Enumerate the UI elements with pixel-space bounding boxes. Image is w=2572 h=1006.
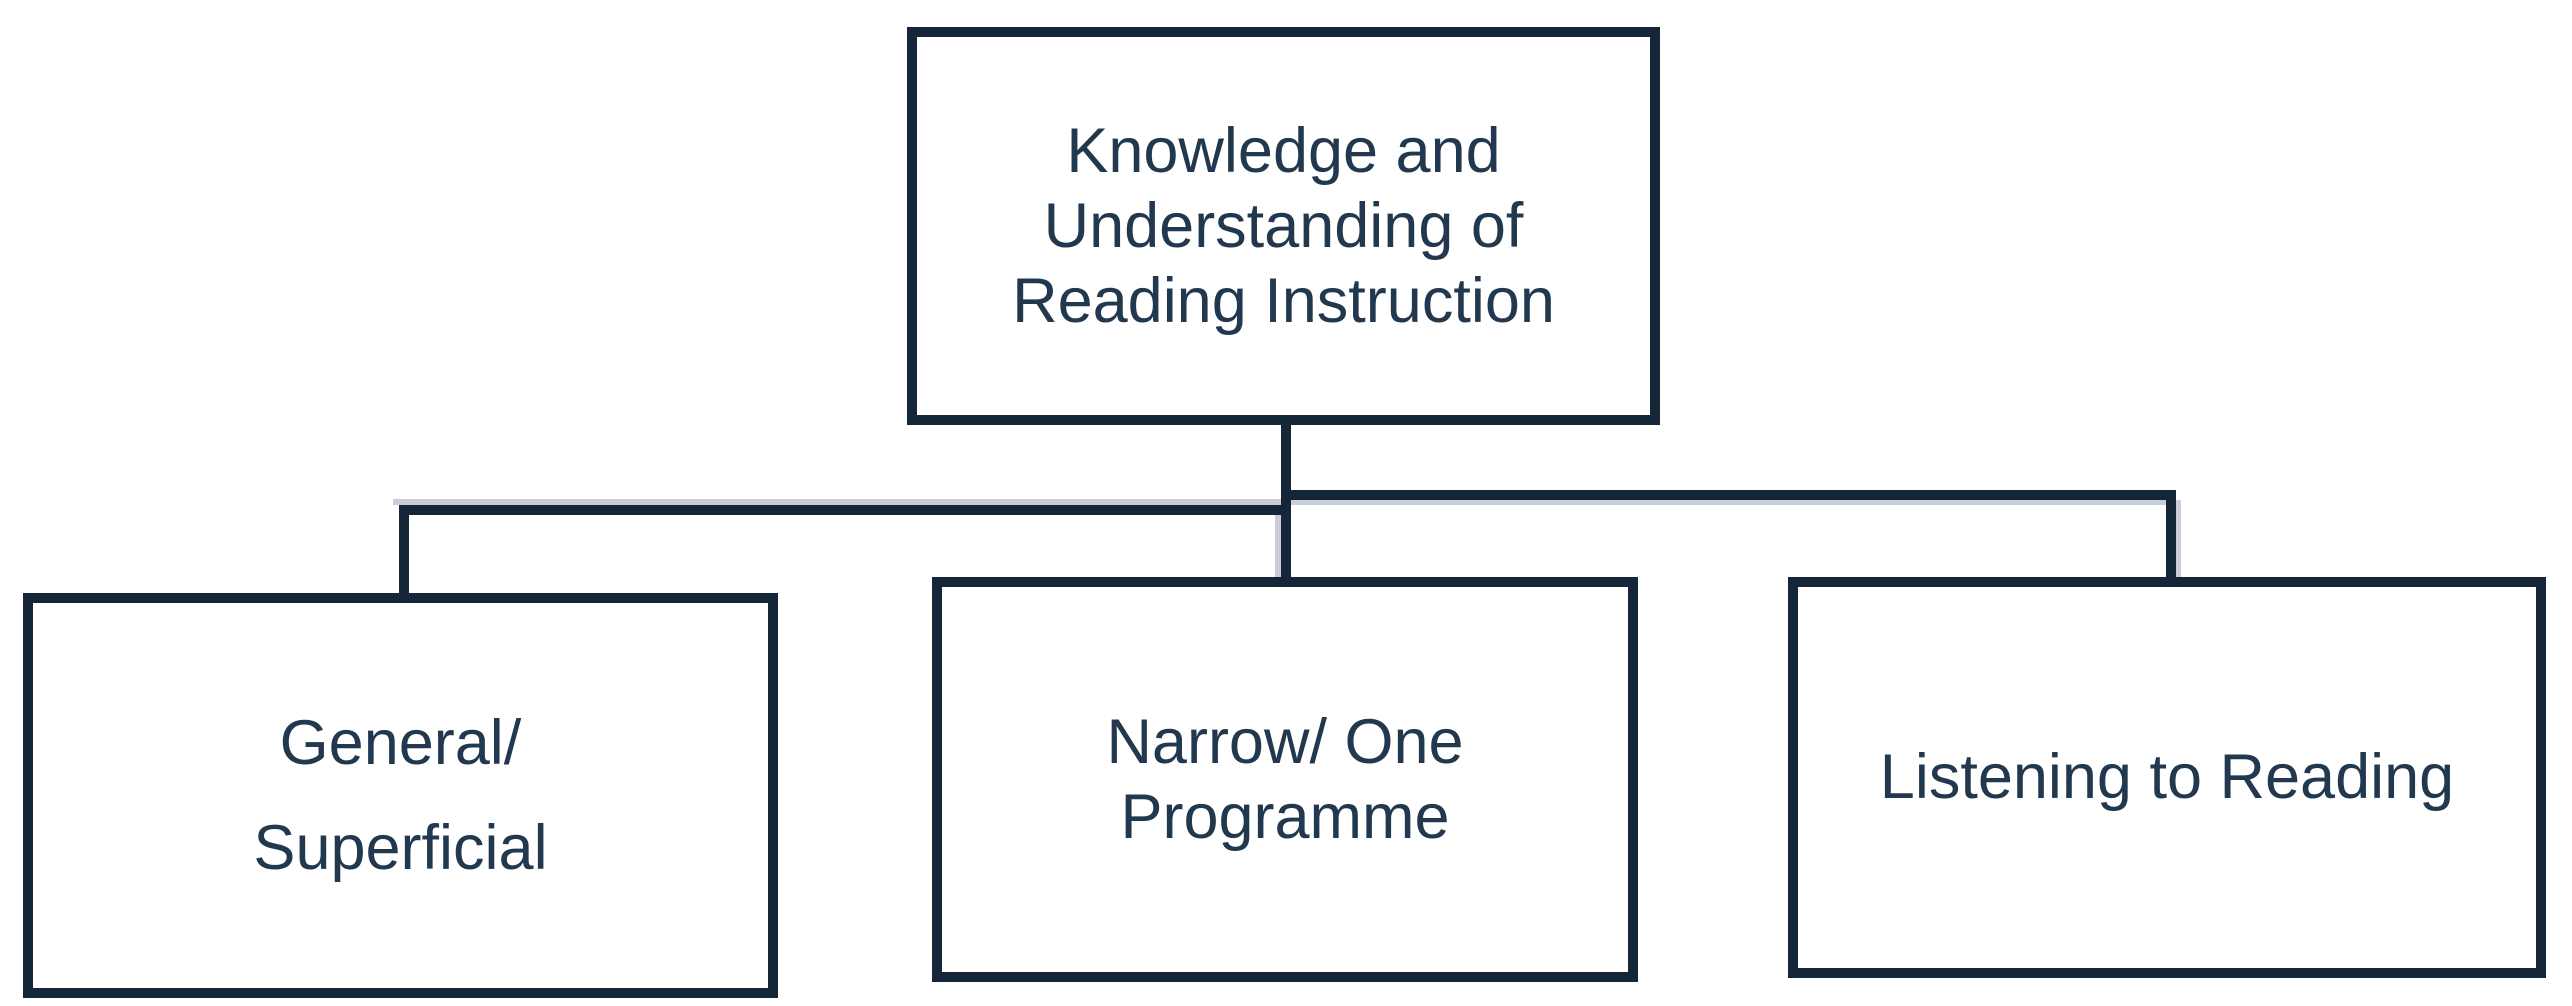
connector-shadow-right-vertical [2176, 500, 2181, 580]
node-knowledge-understanding-reading-instruction: Knowledge and Understanding of Reading I… [907, 27, 1660, 425]
connector-root-to-general-horizontal [399, 505, 1291, 515]
connector-root-to-listening-vertical [2166, 490, 2176, 577]
connector-shadow-left-horizontal [393, 499, 1291, 505]
connector-root-to-narrow [1281, 425, 1291, 577]
node-listening-label: Listening to Reading [1879, 742, 2455, 812]
connector-shadow-center-vertical [1275, 515, 1281, 577]
node-general-superficial: General/ Superficial [23, 593, 778, 998]
node-narrow-label: Narrow/ One Programme [1106, 706, 1464, 852]
node-root-label: Knowledge and Understanding of Reading I… [1012, 115, 1555, 336]
node-listening-to-reading: Listening to Reading [1788, 577, 2546, 978]
node-narrow-one-programme: Narrow/ One Programme [932, 577, 1638, 982]
connector-root-to-general-vertical [399, 505, 409, 593]
node-general-label: General/ Superficial [253, 707, 548, 883]
connector-shadow-right-horizontal [1291, 500, 2176, 505]
connector-root-to-listening-horizontal [1281, 490, 2176, 500]
